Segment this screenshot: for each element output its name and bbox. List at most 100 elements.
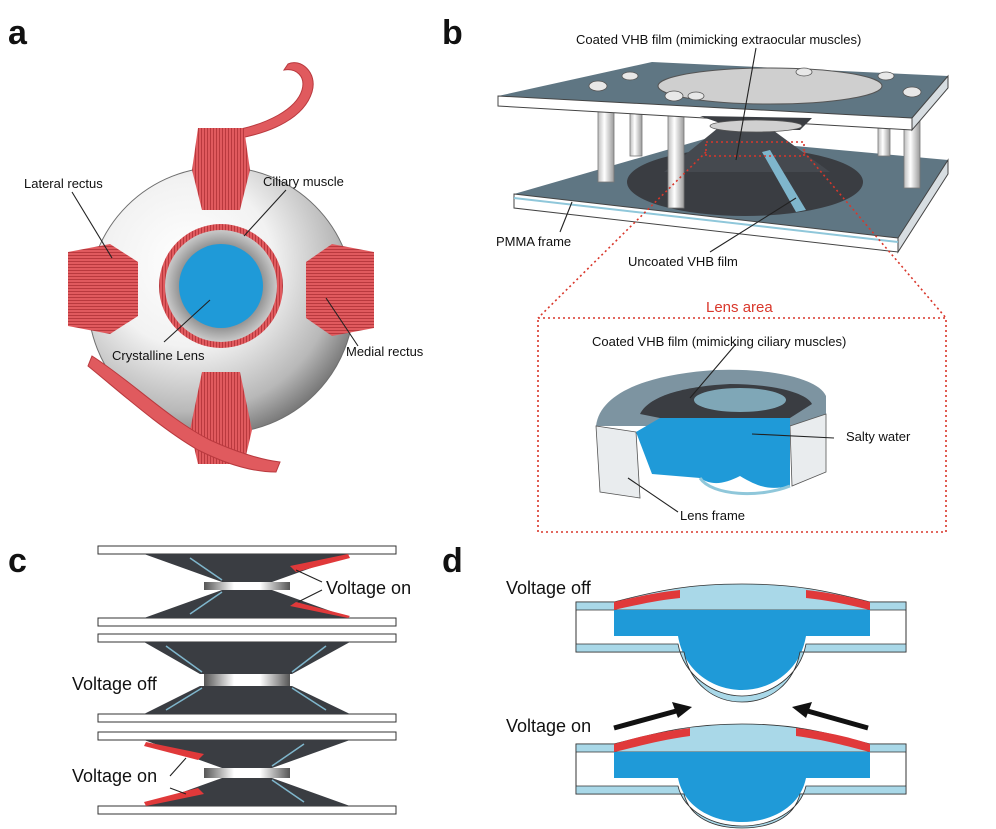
- leader-pmma-frame: [559, 201, 573, 233]
- label-c-voltage-on-bottom: Voltage on: [72, 766, 157, 786]
- label-d-voltage-off: Voltage off: [506, 578, 592, 598]
- off-top-film: [575, 583, 907, 611]
- panel-c-state-2: [144, 642, 350, 714]
- leader-lens-frame: [627, 477, 679, 513]
- lens-area-marker: [705, 141, 805, 157]
- plate-2: [97, 617, 397, 627]
- label-lateral-rectus: Lateral rectus: [24, 176, 103, 191]
- state1-active-top: [290, 554, 350, 572]
- bottom-plate-side: [897, 158, 949, 254]
- leader-uncoated-vhb: [709, 197, 797, 253]
- label-pmma-frame: PMMA frame: [496, 234, 571, 249]
- panel-label-d: d: [442, 542, 463, 580]
- state1-upper-film: [144, 554, 350, 582]
- panel-c-state-1: [144, 554, 350, 618]
- lower-cone: [664, 128, 830, 172]
- label-coated-vhb-extraocular: Coated VHB film (mimicking extraocular m…: [576, 32, 861, 47]
- inferior-oblique-strand: [87, 355, 281, 473]
- bolt-4: [687, 91, 705, 101]
- panel-d-lens-on: [575, 723, 907, 829]
- state2-edge-3: [165, 687, 203, 711]
- label-crystalline-lens: Crystalline Lens: [112, 348, 205, 363]
- state3-neck: [204, 768, 290, 778]
- on-water: [614, 752, 870, 822]
- bolts: [588, 67, 922, 102]
- state2-edge-1: [165, 645, 203, 673]
- state2-edge-4: [291, 687, 327, 711]
- on-bottom-film: [575, 785, 907, 829]
- lateral-rectus-muscle: [68, 244, 138, 334]
- panel-a-eye-diagram: Lateral rectus Ciliary muscle Crystallin…: [24, 62, 424, 473]
- arrow-right-shaft: [803, 707, 869, 731]
- panel-c-diagram: Voltage on Voltage off Voltage on: [72, 545, 411, 815]
- state1-edge-l: [189, 557, 223, 581]
- label-salty-water: Salty water: [846, 429, 911, 444]
- panel-d-diagram: Voltage off Voltage on: [506, 578, 907, 829]
- lens-area-zoom-box: [537, 317, 947, 533]
- panel-label-c: c: [8, 542, 27, 580]
- top-plate-side: [911, 74, 949, 132]
- panel-label-b: b: [442, 14, 463, 52]
- leader-crystalline-lens: [163, 299, 211, 343]
- bolt-1: [588, 80, 608, 92]
- lens-salty-water: [636, 418, 790, 488]
- panel-c-plates: [97, 545, 397, 815]
- leader-coated-vhb-extraocular: [735, 47, 757, 161]
- post-back-mid: [629, 109, 643, 157]
- bolt-7: [902, 86, 922, 98]
- label-medial-rectus: Medial rectus: [346, 344, 424, 359]
- arrow-left-head: [672, 702, 692, 718]
- label-c-voltage-off: Voltage off: [72, 674, 158, 694]
- superior-rectus-muscle: [192, 128, 250, 210]
- medial-rectus-muscle: [306, 244, 374, 336]
- plate-6: [97, 805, 397, 815]
- panel-c-state-3: [144, 740, 350, 806]
- state1-active-bottom: [290, 602, 350, 618]
- lens-frame-left: [595, 425, 641, 499]
- leader-lateral-rectus: [71, 191, 113, 259]
- off-red-left: [614, 590, 680, 610]
- zoom-line-left: [537, 151, 707, 319]
- arrow-left-shaft: [613, 707, 681, 731]
- uncoated-strip: [762, 150, 806, 212]
- plate-5: [97, 731, 397, 741]
- state1-edge-l2: [189, 591, 223, 615]
- superior-oblique-tendon: [235, 62, 314, 139]
- bolt-3: [664, 90, 684, 102]
- off-red-right: [806, 590, 870, 610]
- lens-ring: [709, 119, 803, 133]
- arrow-right-head: [792, 702, 812, 718]
- bolt-5: [795, 67, 813, 77]
- lens-bottom-film: [698, 477, 791, 495]
- state3-lower-film: [144, 778, 350, 806]
- lens-frame-right: [789, 413, 827, 487]
- label-lens-area: Lens area: [706, 299, 773, 316]
- label-d-voltage-on: Voltage on: [506, 716, 591, 736]
- off-water: [614, 610, 870, 690]
- top-plate-hole: [657, 67, 883, 105]
- post-front-left: [667, 111, 685, 209]
- label-c-voltage-on-top: Voltage on: [326, 578, 411, 598]
- state3-edge-r2: [271, 779, 305, 803]
- leader-coated-vhb-ciliary: [689, 343, 737, 399]
- label-ciliary-muscle: Ciliary muscle: [263, 174, 344, 189]
- bolt-2: [621, 71, 639, 81]
- leader-voltage-on-top-1: [295, 569, 323, 583]
- plate-3: [97, 633, 397, 643]
- panel-label-a: a: [8, 14, 28, 52]
- state2-lower-film: [144, 686, 350, 714]
- leader-voltage-on-top-2: [297, 589, 323, 603]
- panel-d-lens-off: [575, 583, 907, 703]
- state1-lower-film: [144, 590, 350, 618]
- label-lens-frame: Lens frame: [680, 508, 745, 523]
- state2-neck: [204, 674, 290, 686]
- compression-arrows: [613, 702, 869, 731]
- panel-b-device-diagram: Coated VHB film (mimicking extraocular m…: [496, 32, 949, 533]
- post-back-left: [597, 105, 615, 183]
- leader-voltage-on-bottom-2: [169, 787, 187, 795]
- plate-1: [97, 545, 397, 555]
- off-bottom-film: [575, 643, 907, 703]
- leader-medial-rectus: [325, 297, 359, 347]
- plate-4: [97, 713, 397, 723]
